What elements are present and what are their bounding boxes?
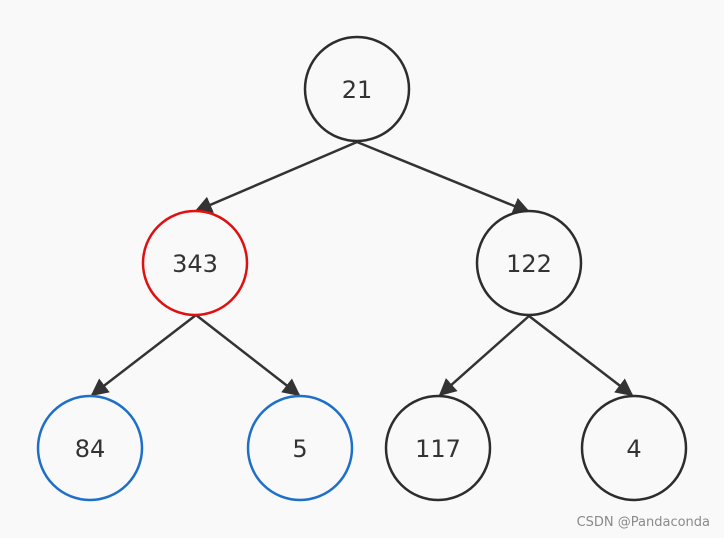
edges	[90, 140, 634, 397]
edge-122-117	[438, 315, 530, 397]
node-circle	[141, 209, 249, 317]
tree-node-4: 4	[580, 394, 688, 502]
tree-node-5: 5	[246, 394, 354, 502]
edge-343-5	[195, 314, 301, 397]
tree-node-122: 122	[475, 209, 583, 317]
edge-21-122	[356, 140, 531, 215]
node-label: 117	[415, 435, 461, 463]
node-circle	[246, 394, 354, 502]
node-circle	[36, 394, 144, 502]
node-circle	[580, 394, 688, 502]
node-label: 343	[172, 250, 218, 278]
node-circle	[384, 394, 492, 502]
edge-343-84	[90, 314, 197, 397]
tree-node-84: 84	[36, 394, 144, 502]
watermark: CSDN @Pandaconda	[576, 515, 710, 530]
node-label: 84	[75, 435, 106, 463]
node-label: 5	[292, 435, 307, 463]
tree-node-343: 343	[141, 209, 249, 317]
node-label: 122	[506, 250, 552, 278]
node-circle	[303, 35, 411, 143]
node-label: 21	[342, 76, 373, 104]
tree-node-21: 21	[303, 35, 411, 143]
edge-21-343	[194, 140, 358, 213]
edge-122-4	[528, 315, 634, 397]
node-label: 4	[626, 435, 641, 463]
node-circle	[475, 209, 583, 317]
tree-node-117: 117	[384, 394, 492, 502]
